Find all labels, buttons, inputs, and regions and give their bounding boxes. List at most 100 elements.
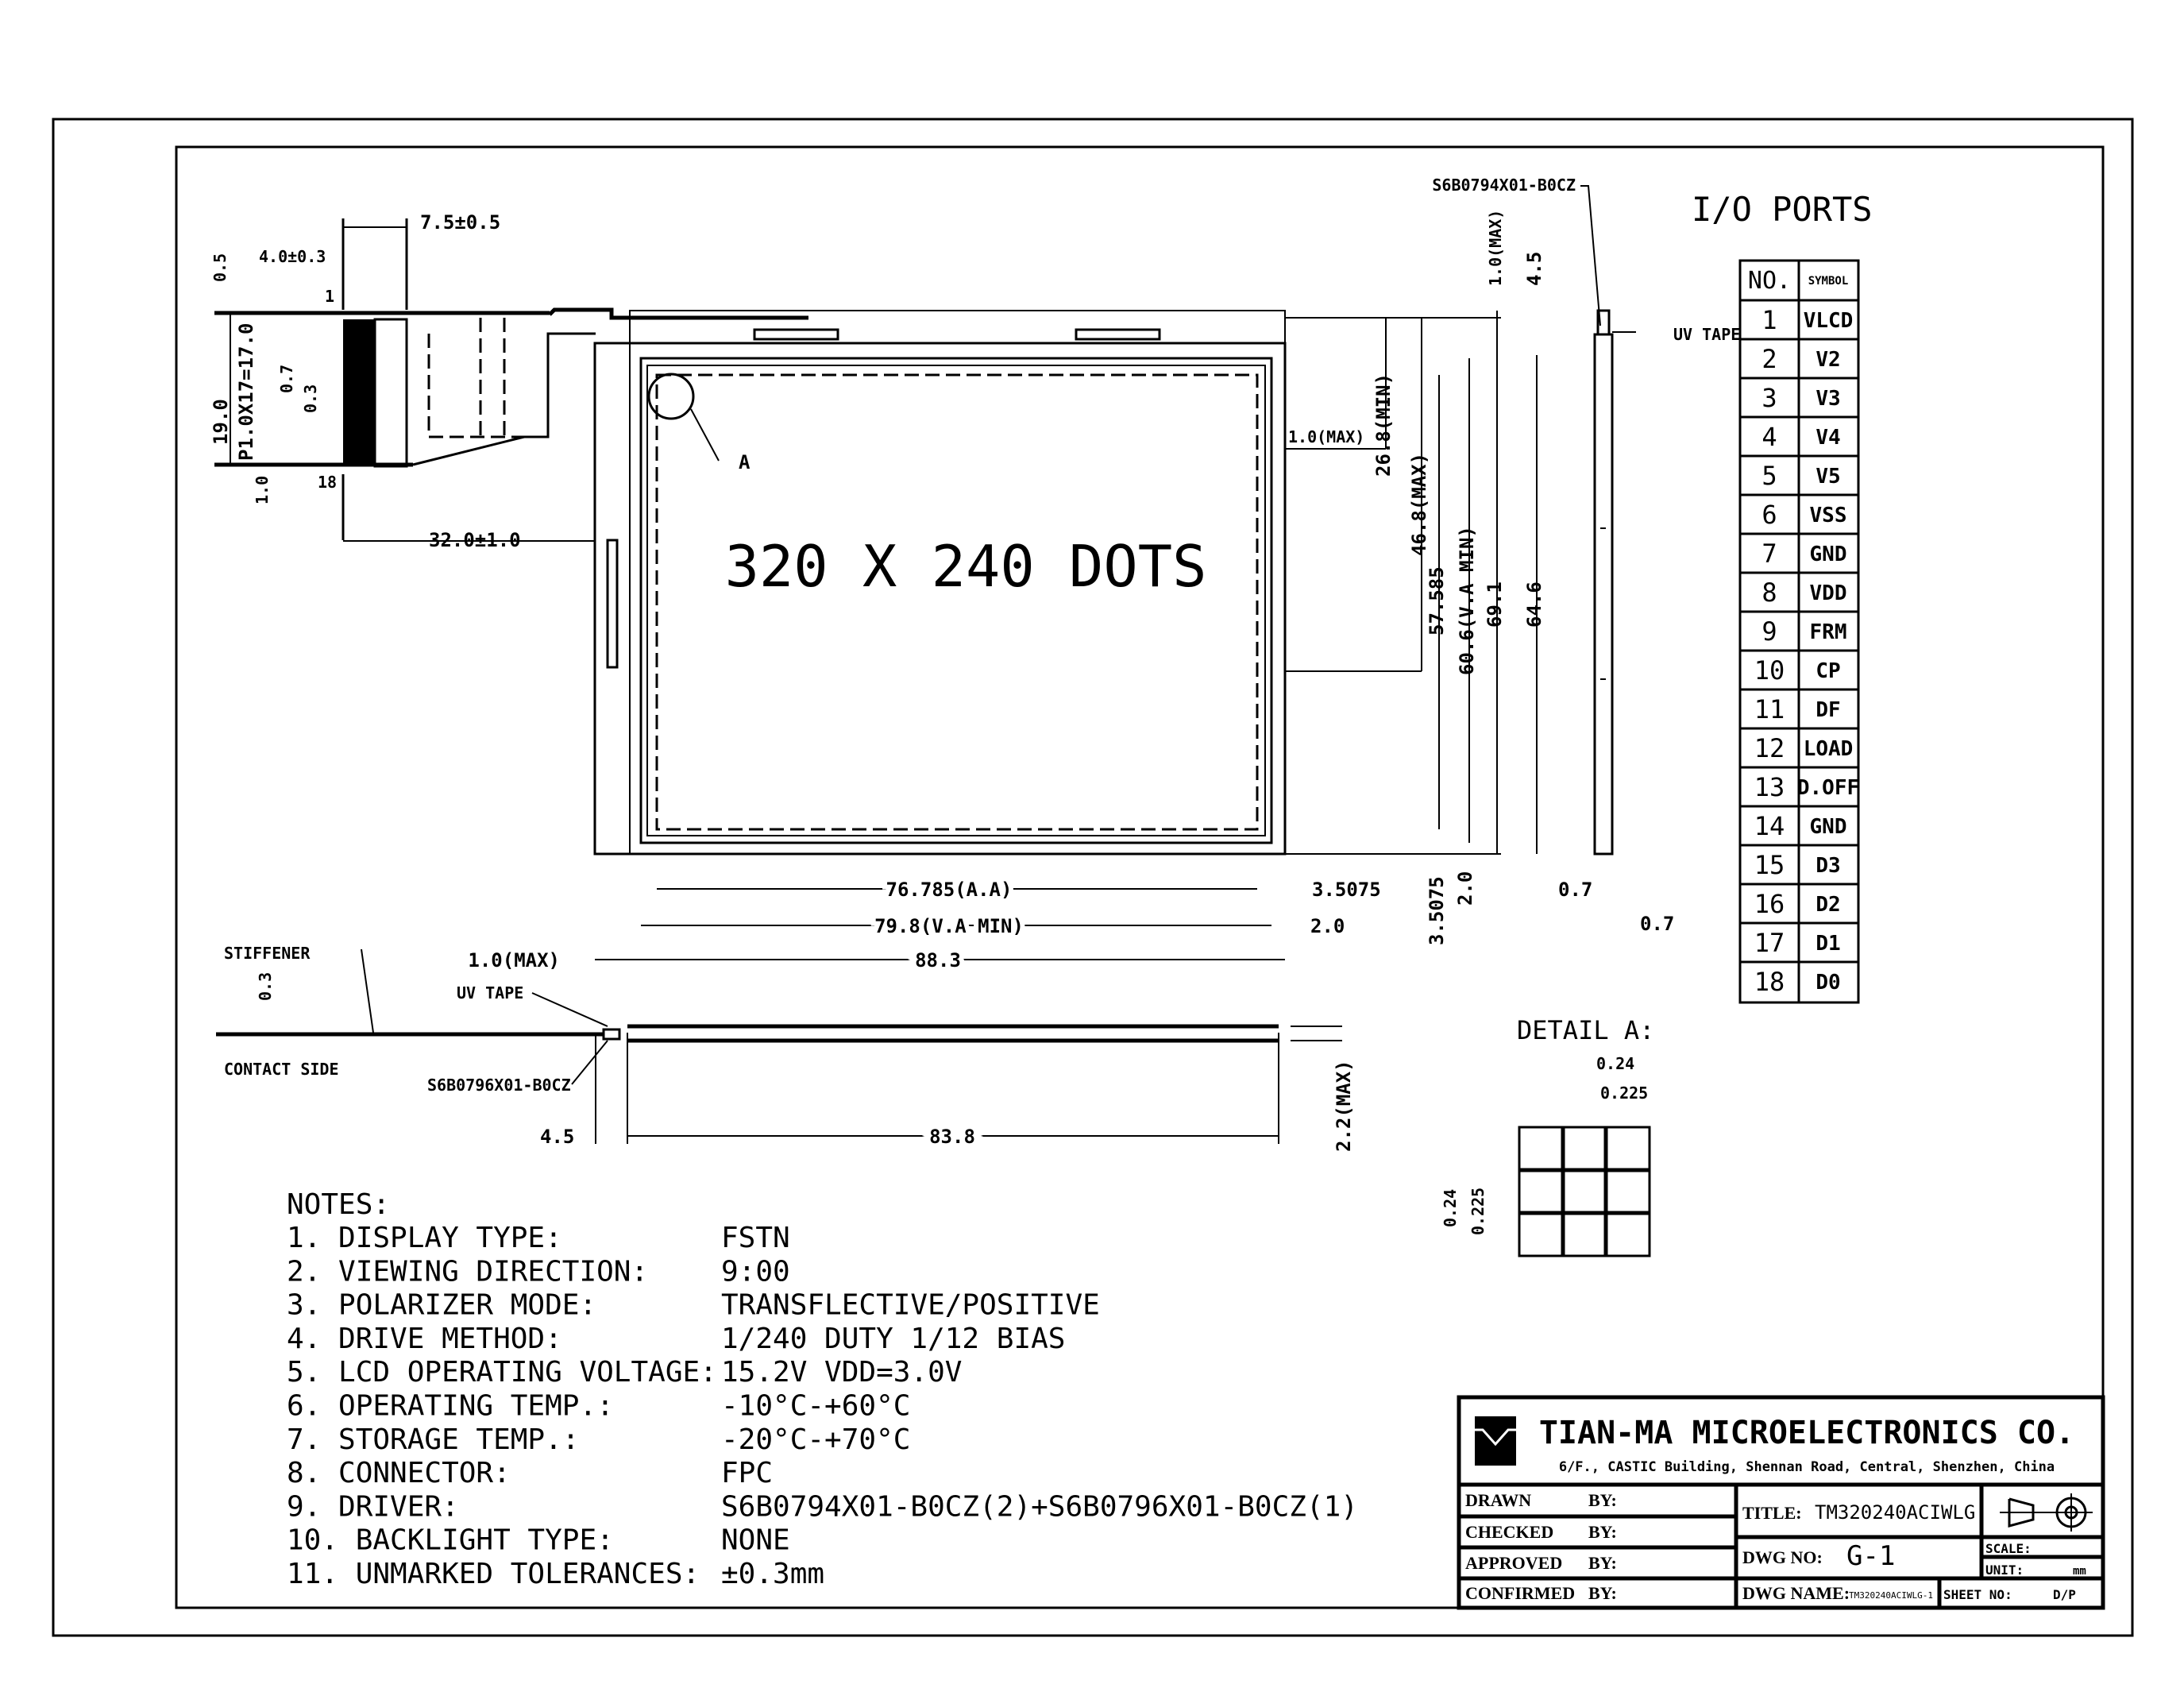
- checked-label: CHECKED: [1465, 1522, 1553, 1542]
- title-label: TITLE:: [1742, 1503, 1802, 1523]
- note-value: ±0.3mm: [721, 1558, 824, 1590]
- note-item: 4. DRIVE METHOD: 1/240 DUTY 1/12 BIAS: [287, 1323, 1065, 1355]
- io-pin-number: 14: [1754, 811, 1785, 841]
- dim-active-area: 76.785(A.A): [886, 879, 1013, 901]
- detail-a-marker: A: [739, 451, 751, 473]
- detail-a-title: DETAIL A:: [1517, 1015, 1654, 1045]
- io-pin-symbol: VDD: [1810, 581, 1847, 605]
- io-header-no: NO.: [1748, 267, 1791, 295]
- note-value: 1/240 DUTY 1/12 BIAS: [721, 1323, 1065, 1355]
- dim-3-5075-h: 3.5075: [1312, 879, 1381, 901]
- dim-left-max: 1.0(MAX): [468, 949, 560, 971]
- dim-83-8: 83.8: [929, 1126, 975, 1148]
- projection-symbol-icon: [2000, 1493, 2093, 1532]
- note-value: S6B0794X01-B0CZ(2)+S6B0796X01-B0CZ(1): [721, 1490, 1358, 1523]
- dim-57-585: 57.585: [1426, 566, 1448, 635]
- company-address: 6/F., CASTIC Building, Shennan Road, Cen…: [1559, 1459, 2055, 1475]
- dim-pin-gap: 0.3: [301, 384, 320, 413]
- lcd-bottom-view: STIFFENER 0.3 CONTACT SIDE UV TAPE S6B07…: [216, 944, 1355, 1153]
- outer-border: [52, 118, 2134, 1637]
- resolution-label: 320 X 240 DOTS: [725, 533, 1207, 600]
- io-pin-number: 12: [1754, 733, 1785, 763]
- note-value: 15.2V VDD=3.0V: [721, 1356, 962, 1389]
- note-item: 10. BACKLIGHT TYPE:NONE: [287, 1524, 790, 1557]
- dim-fpc-max: 1.0(MAX): [1288, 427, 1364, 446]
- io-pin-symbol: CP: [1815, 659, 1840, 683]
- viewing-area: [639, 357, 1273, 844]
- uv-tape-label-side: UV TAPE: [1673, 325, 1740, 344]
- io-pin-symbol: D0: [1815, 971, 1840, 995]
- company-logo: [1475, 1416, 1516, 1466]
- io-pin-symbol: D.OFF: [1797, 776, 1859, 800]
- sheet-value: D/P: [2053, 1587, 2076, 1602]
- io-pin-number: 2: [1761, 344, 1777, 374]
- unit-label: UNIT:: [1985, 1562, 2024, 1578]
- confirmed-by: BY:: [1588, 1583, 1617, 1603]
- io-pin-number: 11: [1754, 694, 1785, 724]
- notes-title: NOTES:: [287, 1188, 390, 1221]
- uv-tape-label-bottom: UV TAPE: [457, 983, 523, 1002]
- dim-2-0-h: 2.0: [1310, 915, 1345, 937]
- io-pin-number: 8: [1761, 577, 1777, 608]
- ic-label-bottom: S6B0796X01-B0CZ: [427, 1076, 571, 1095]
- dim-4-5: 4.5: [1523, 252, 1545, 286]
- dim-2-2-max: 2.2(MAX): [1333, 1060, 1355, 1152]
- io-pin-symbol: D2: [1815, 893, 1840, 917]
- dim-3-5075-v: 3.5075: [1426, 876, 1448, 945]
- note-value: 9:00: [721, 1255, 790, 1288]
- dim-detail-0-225: 0.225: [1600, 1083, 1648, 1103]
- io-pin-symbol: D3: [1815, 854, 1840, 878]
- detail-a: DETAIL A: 0.24 0.225 0.24 0.225: [1441, 1015, 1654, 1257]
- io-pin-number: 4: [1761, 422, 1777, 452]
- io-pin-number: 16: [1754, 889, 1785, 919]
- io-pin-number: 1: [1761, 305, 1777, 335]
- note-value: FSTN: [721, 1222, 790, 1254]
- io-pin-symbol: V3: [1815, 387, 1840, 411]
- dim-contact-length: 4.0±0.3: [259, 247, 326, 266]
- note-label: 10. BACKLIGHT TYPE:: [287, 1524, 614, 1557]
- scale-label: SCALE:: [1985, 1541, 2032, 1556]
- title-value: TM320240ACIWLG: [1815, 1501, 1975, 1524]
- note-item: 9. DRIVER:S6B0794X01-B0CZ(2)+S6B0796X01-…: [287, 1490, 1358, 1523]
- dim-2-0-v: 2.0: [1454, 871, 1476, 906]
- io-pin-number: 15: [1754, 850, 1785, 880]
- dim-bottom-4-5: 4.5: [540, 1126, 574, 1148]
- io-header-symbol: SYMBOL: [1808, 275, 1849, 288]
- note-label: 3. POLARIZER MODE:: [287, 1289, 596, 1322]
- note-value: -20°C-+70°C: [721, 1423, 910, 1456]
- io-row: 13 D.OFF: [1754, 772, 1859, 802]
- ic-label-top: S6B0794X01-B0CZ: [1432, 176, 1576, 195]
- dim-edge: 1.0: [253, 476, 272, 504]
- dim-88-3: 88.3: [915, 949, 961, 971]
- dim-side-0-7b: 0.7: [1640, 913, 1674, 935]
- io-pin-symbol: VSS: [1810, 504, 1847, 527]
- note-label: 4. DRIVE METHOD:: [287, 1323, 562, 1355]
- approved-label: APPROVED: [1465, 1553, 1562, 1573]
- dim-side-0-7a: 0.7: [1558, 879, 1592, 901]
- dim-connector-width: 7.5±0.5: [420, 211, 500, 234]
- io-pin-number: 13: [1754, 772, 1785, 802]
- lcd-side-view: UV TAPE 0.7 0.7: [1558, 309, 1740, 935]
- io-pin-symbol: GND: [1810, 543, 1847, 566]
- note-value: -10°C-+60°C: [721, 1390, 910, 1423]
- io-pin-number: 5: [1761, 461, 1777, 491]
- io-pin-number: 10: [1754, 655, 1785, 686]
- io-pin-symbol: DF: [1815, 698, 1840, 722]
- io-row: 15 D3: [1754, 850, 1841, 880]
- drawn-by: BY:: [1588, 1490, 1617, 1510]
- note-item: 7. STORAGE TEMP.:-20°C-+70°C: [287, 1423, 910, 1456]
- detail-a-circle: [647, 373, 695, 420]
- note-value: TRANSFLECTIVE/POSITIVE: [721, 1289, 1100, 1322]
- active-area: [655, 373, 1259, 831]
- io-row: 11 DF: [1754, 694, 1841, 724]
